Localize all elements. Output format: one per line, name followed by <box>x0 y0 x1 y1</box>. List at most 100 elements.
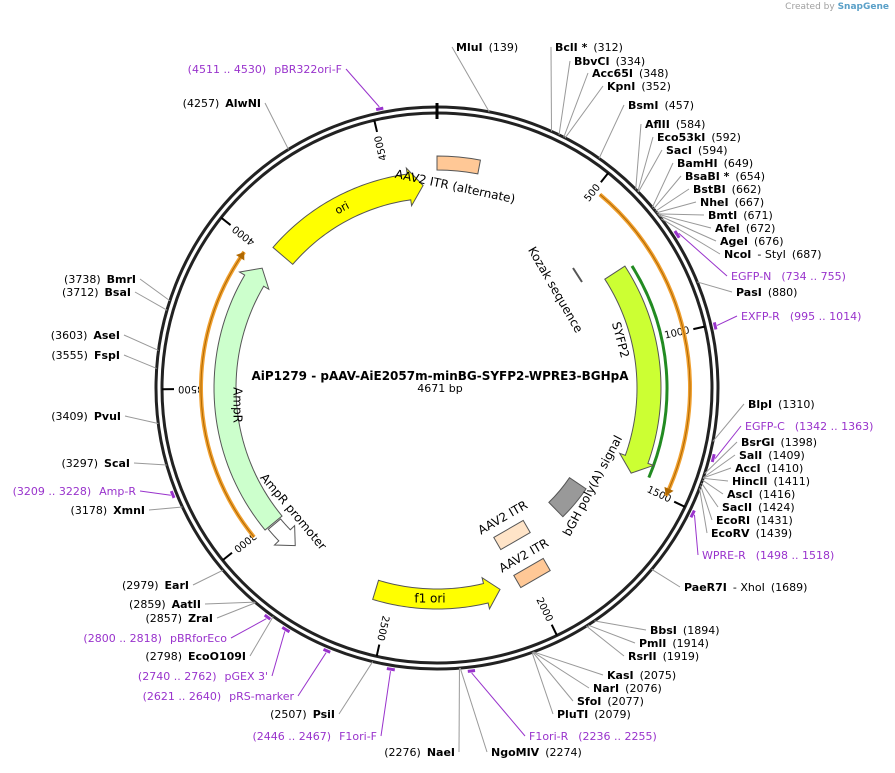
primer-name: pGEX 3' <box>224 670 268 683</box>
site-name: AccI <box>735 462 761 475</box>
site-position: (3409) <box>51 410 88 423</box>
site-leader <box>587 624 636 644</box>
site-label: (3555) FspI <box>51 349 120 362</box>
primer-name: EXFP-R <box>741 310 780 323</box>
site-name: EcoRV <box>711 527 750 540</box>
site-label: EcoRI(1431) <box>716 514 793 527</box>
site-leader <box>148 506 183 511</box>
primer-leader <box>271 631 286 677</box>
site-name: ScaI <box>104 457 130 470</box>
site-name: BclI * <box>555 41 588 54</box>
feature-aav2-itr-2 <box>513 557 551 589</box>
site-leader <box>653 175 682 210</box>
site-label: NgoMIV(2274) <box>491 746 582 759</box>
feature-f1-ori-label: f1 ori <box>414 592 445 606</box>
primer-label: F1ori-R(2236 .. 2255) <box>529 730 657 743</box>
site-name: MluI <box>456 41 483 54</box>
primer-leader <box>471 672 526 737</box>
site-name: AscI <box>727 488 753 501</box>
site-position: (1411) <box>774 475 811 488</box>
tick-label: 3000 <box>231 530 258 555</box>
feature-ampr-label: AmpR <box>231 387 245 423</box>
feature-syfp2 <box>604 265 662 474</box>
site-label: PasI(880) <box>736 286 797 299</box>
site-leader <box>658 214 717 242</box>
site-leader <box>338 661 374 715</box>
site-label: PaeR7I- XhoI(1689) <box>684 581 807 594</box>
site-name: KpnI <box>607 80 635 93</box>
site-name: FspI <box>94 349 120 362</box>
feature-aav2-itr-1 <box>493 519 531 551</box>
site-label: (3712)BsaI <box>62 286 131 299</box>
site-position: (594) <box>698 144 728 157</box>
primer-name: pBR322ori-F <box>274 63 342 76</box>
site-name: NcoI <box>724 248 751 261</box>
site-label: KasI(2075) <box>607 669 676 682</box>
site-label: (3178)XmnI <box>71 504 145 517</box>
site-position: (654) <box>735 170 765 183</box>
site-position: (334) <box>616 55 646 68</box>
site-name: BsmI <box>628 99 659 112</box>
site-label: BsmI(457) <box>628 99 694 112</box>
site-position: (1914) <box>672 637 709 650</box>
primer-leader <box>380 671 391 737</box>
site-leader <box>704 441 738 475</box>
site-position: (649) <box>724 157 754 170</box>
site-label: KpnI(352) <box>607 80 671 93</box>
primer-leader <box>678 232 728 277</box>
site-leader <box>133 462 167 466</box>
site-leader <box>134 291 168 311</box>
primer-range: (2621 .. 2640) <box>143 690 222 703</box>
primer-range: (995 .. 1014) <box>790 310 862 323</box>
primer-leader <box>693 514 699 556</box>
primer-label: EGFP-C(1342 .. 1363) <box>745 420 873 433</box>
primer-label: (4511 .. 4530)pBR322ori-F <box>188 63 342 76</box>
site-position: (671) <box>743 209 773 222</box>
site-leader <box>264 102 289 150</box>
site-position: (1310) <box>778 398 815 411</box>
primer-name: pBRforEco <box>170 632 227 645</box>
site-name: SacI <box>666 144 692 157</box>
primer-leader <box>139 490 171 496</box>
site-label: SalI(1409) <box>739 449 805 462</box>
site-position: (2276) <box>384 746 421 759</box>
site-position: (2075) <box>640 669 677 682</box>
site-leader <box>637 149 663 193</box>
primer-label: WPRE-R(1498 .. 1518) <box>702 549 834 562</box>
primer-leader <box>230 618 267 639</box>
site-label: PluTI(2079) <box>557 708 631 721</box>
feature-f1-ori <box>372 576 501 611</box>
primer-range: (2740 .. 2762) <box>138 670 217 683</box>
site-name: Acc65I <box>592 67 633 80</box>
site-leader <box>586 625 625 657</box>
site-leader <box>124 415 159 425</box>
primer-label: EXFP-R (995 .. 1014) <box>741 310 861 323</box>
site-position: (880) <box>768 286 798 299</box>
site-position: (2857) <box>146 612 183 625</box>
site-position: (3555) <box>51 349 88 362</box>
site-name: XmnI <box>113 504 145 517</box>
site-label: (3409)PvuI <box>51 410 121 423</box>
site-name: NaeI <box>427 746 455 759</box>
site-name: SacII <box>722 501 752 514</box>
site-name: PaeR7I <box>684 581 727 594</box>
site-position: (2079) <box>594 708 631 721</box>
site-name: BlpI <box>748 398 772 411</box>
tick-label: 3500 <box>178 383 204 394</box>
tick-mark <box>600 172 610 183</box>
site-leader <box>651 162 674 208</box>
site-position: (2979) <box>122 579 159 592</box>
site-leader <box>657 213 712 229</box>
primer-mark <box>281 626 291 634</box>
site-position: (1409) <box>768 449 805 462</box>
site-leader <box>123 354 157 369</box>
site-leader <box>123 334 159 351</box>
site-leader <box>701 482 719 508</box>
site-name: AatII <box>172 598 201 611</box>
site-leader <box>594 620 647 631</box>
site-label: (2507)PsiI <box>270 708 335 721</box>
site-position: (662) <box>732 183 762 196</box>
site-name: BbsI <box>650 624 677 637</box>
site-name: NarI <box>593 682 619 695</box>
site-leader <box>558 60 571 135</box>
